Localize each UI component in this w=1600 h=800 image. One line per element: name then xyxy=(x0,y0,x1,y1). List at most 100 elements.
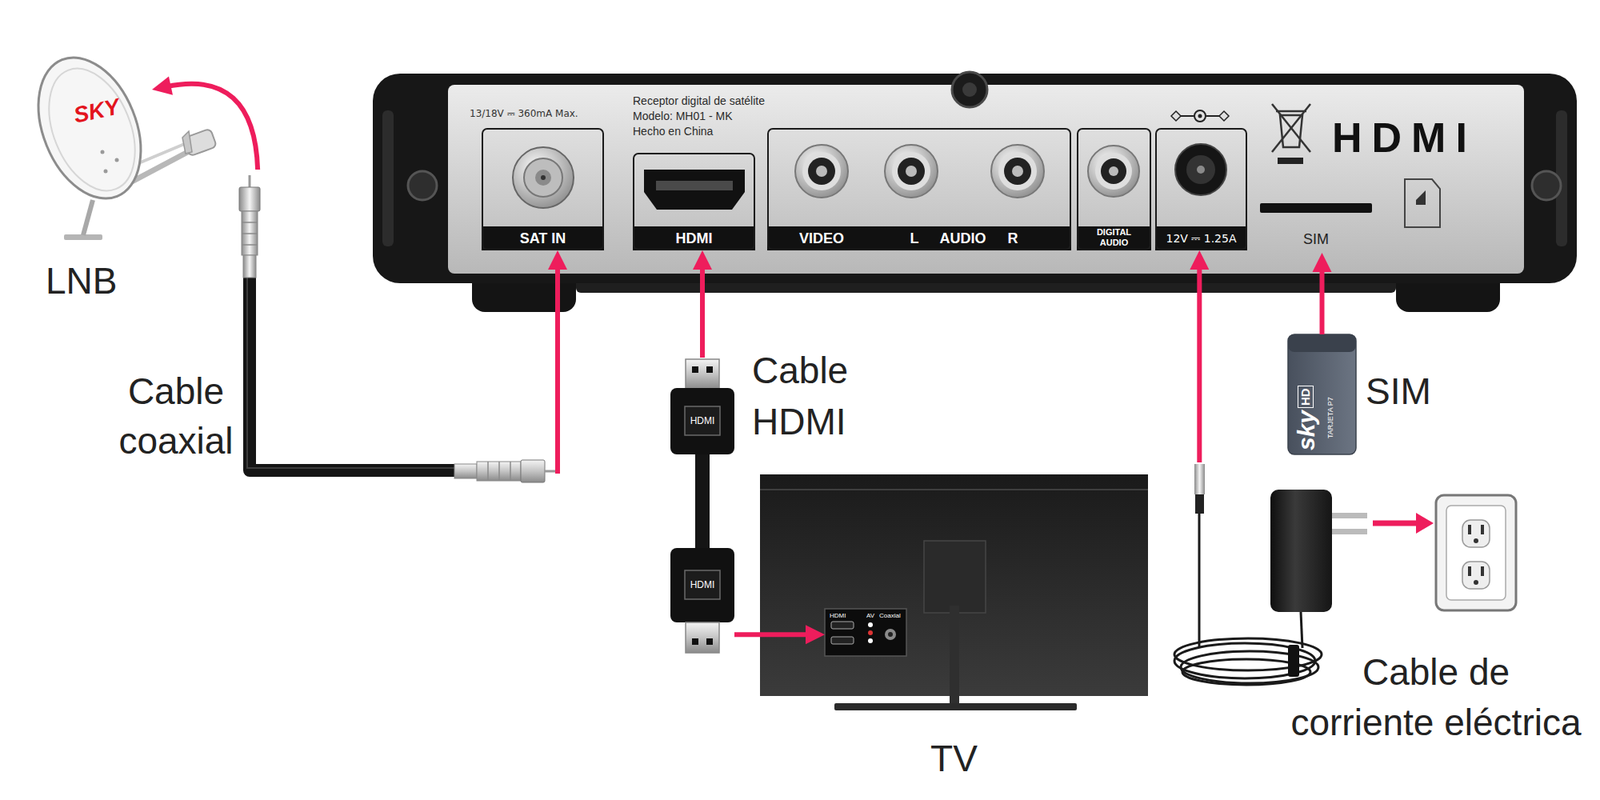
part-label: LNB xyxy=(45,260,117,303)
hdmi-cable xyxy=(670,359,735,653)
tv-back xyxy=(924,540,986,613)
wall-outlet xyxy=(1480,524,1484,535)
power-jack xyxy=(1196,165,1205,174)
hdmi-cable xyxy=(692,366,699,373)
coaxial-cable xyxy=(248,175,252,189)
weee-symbol xyxy=(1272,104,1311,152)
f-connector-port xyxy=(512,147,574,208)
connector-line xyxy=(734,632,811,637)
weee-symbol xyxy=(1272,104,1311,164)
power-jack xyxy=(1186,155,1216,184)
wall-outlet xyxy=(1480,566,1484,576)
satellite-dish xyxy=(104,169,108,174)
model-text: Modelo: MH01 - MK xyxy=(632,109,732,123)
port-label: 12V ⎓ 1.25A xyxy=(1156,226,1246,251)
model-text: Receptor digital de satélite xyxy=(632,94,765,108)
power-adapter xyxy=(1198,513,1201,648)
card-logo: sky xyxy=(1294,410,1319,451)
rca-jack xyxy=(1012,165,1024,177)
port-label: DIGITAL AUDIO xyxy=(1085,227,1143,248)
card-logo: HD xyxy=(1297,385,1314,408)
sim-slot xyxy=(1416,190,1426,205)
rca-jack xyxy=(1100,158,1127,184)
receiver-back-panel: 13/18V ⎓ 360mA Max. Receptor digital de s… xyxy=(372,73,1577,296)
part-label: Cable de corriente eléctrica xyxy=(1288,647,1584,748)
power-jack xyxy=(1175,144,1227,196)
port-box: 12V ⎓ 1.25A xyxy=(1155,128,1248,251)
power-spec: 13/18V ⎓ 360mA Max. xyxy=(469,108,579,120)
part-label: SIM xyxy=(1365,370,1432,413)
receiver-housing xyxy=(382,110,394,247)
hdmi-cable xyxy=(706,638,713,645)
coaxial-cable xyxy=(241,211,258,256)
rca-jack xyxy=(905,165,917,177)
wall-outlet xyxy=(1473,580,1479,585)
port-box: DIGITAL AUDIO xyxy=(1076,128,1152,251)
coaxial-cable: Cable coaxial xyxy=(112,169,558,488)
arrow-connector xyxy=(734,624,825,644)
tv-back xyxy=(868,622,873,628)
port-label-band xyxy=(1155,226,1248,251)
hdmi-logo: HDMI xyxy=(1332,116,1477,159)
model-text: Hecho en China xyxy=(632,124,713,138)
arrowhead xyxy=(1312,252,1332,272)
power-adapter xyxy=(1332,512,1368,519)
power-adapter xyxy=(1332,528,1368,535)
rca-jack xyxy=(808,157,836,185)
connector-label: HDMI xyxy=(670,579,735,591)
polarity-symbol xyxy=(1194,110,1206,122)
input-label: HDMI xyxy=(829,612,846,620)
hdmi-cable xyxy=(706,366,713,373)
arrow-connector xyxy=(548,250,568,474)
polarity-symbol xyxy=(1171,111,1181,121)
rca-jack xyxy=(1088,145,1140,197)
power-adapter xyxy=(1300,612,1303,648)
port-label-band xyxy=(767,226,1072,251)
input-label: Coaxial xyxy=(879,612,901,620)
power-adapter: Cable de corriente eléctrica xyxy=(1172,462,1588,752)
arrow-connector xyxy=(1312,252,1332,335)
hdmi-cable: Cable HDMIHDMIHDMI xyxy=(664,352,876,656)
sim-slot xyxy=(1404,179,1440,228)
part-label: Cable HDMI xyxy=(752,344,872,448)
coaxial-cable xyxy=(454,464,477,479)
brand-logo: SKY xyxy=(72,95,122,127)
tv-back xyxy=(760,474,1148,711)
wall-outlet xyxy=(1468,566,1472,576)
arrow-connector xyxy=(152,76,258,170)
connector-line xyxy=(555,264,560,474)
coaxial-cable xyxy=(241,221,258,224)
hdmi-cable xyxy=(695,452,710,550)
rca-jack xyxy=(998,152,1037,191)
tv-back xyxy=(884,628,896,640)
power-adapter xyxy=(1372,520,1420,527)
wall-outlet xyxy=(1462,520,1490,548)
polarity-symbol xyxy=(1171,110,1229,122)
rca-jack xyxy=(892,152,931,191)
satellite-dish xyxy=(32,56,152,204)
power-adapter xyxy=(1194,464,1205,495)
connector-line xyxy=(1320,267,1325,335)
tv-back xyxy=(888,632,893,637)
power-adapter xyxy=(1195,494,1204,514)
f-connector-port xyxy=(535,169,552,186)
hdmi-port xyxy=(644,169,745,210)
hdmi-connector: HDMI xyxy=(670,548,735,654)
rca-jack xyxy=(802,152,841,191)
rca-jack xyxy=(1108,166,1119,176)
f-connector-port xyxy=(512,147,574,208)
sim-card xyxy=(1288,334,1356,352)
hdmi-cable xyxy=(670,548,735,623)
power-adapter xyxy=(1288,644,1300,677)
sim-card xyxy=(1288,334,1356,455)
receiver-housing xyxy=(962,82,977,97)
port-label: L AUDIO R xyxy=(864,226,1064,251)
satellite-dish xyxy=(64,234,103,240)
rca-jack xyxy=(795,144,1140,198)
port-label: VIDEO xyxy=(781,226,862,251)
power-jack xyxy=(1175,144,1227,196)
tv-back xyxy=(868,638,873,644)
satellite-dish xyxy=(83,200,93,236)
coaxial-cable xyxy=(241,244,258,246)
wall-outlet xyxy=(1446,505,1506,600)
